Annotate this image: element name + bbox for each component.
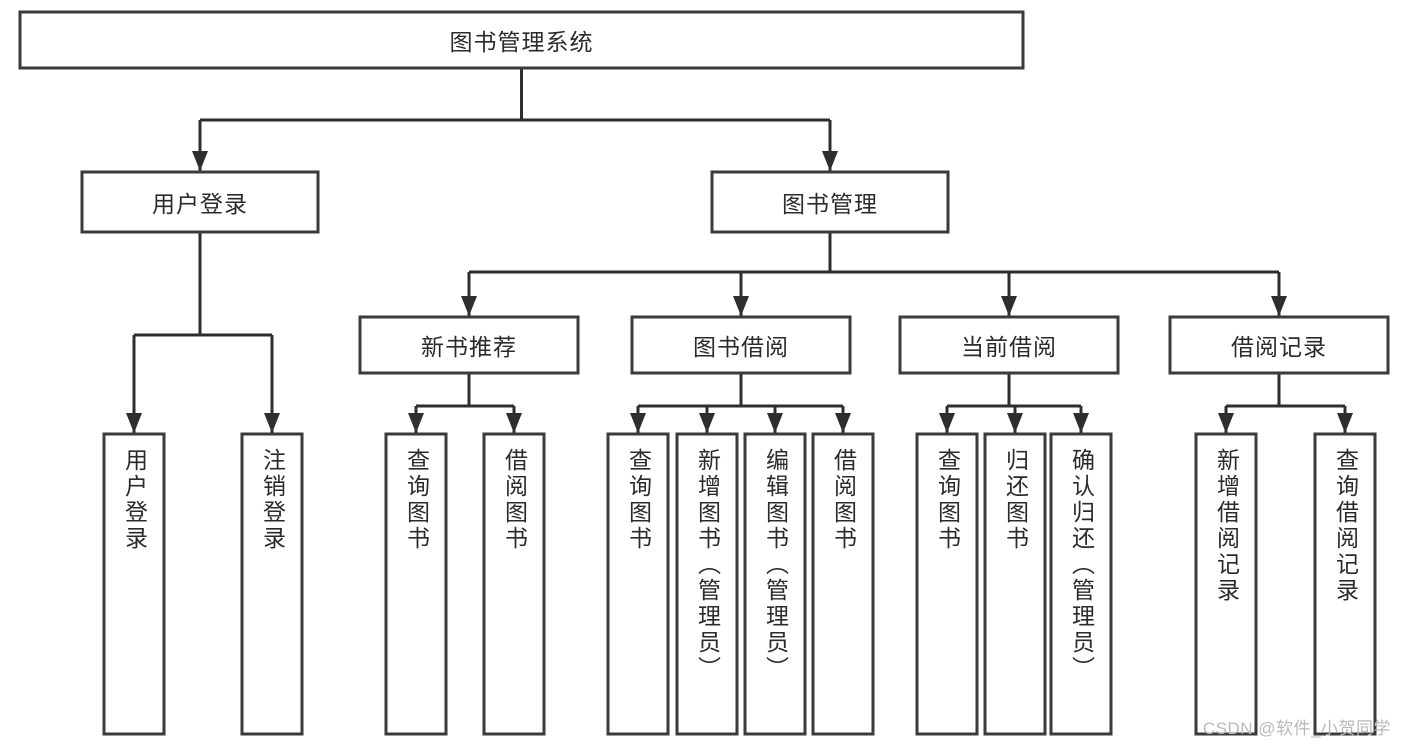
connector-arrow-head <box>1337 413 1353 433</box>
connector-group-current-borrow <box>947 373 1081 408</box>
connector-arrow-head <box>699 413 715 433</box>
connector-arrow-head <box>1007 413 1023 433</box>
node-box-leaf-confirm-return[interactable] <box>1049 432 1113 736</box>
node-box-leaf-user-login[interactable] <box>102 432 166 736</box>
node-box-leaf-logout[interactable] <box>240 432 304 736</box>
node-box-leaf-query-book-cur[interactable] <box>915 432 979 736</box>
node-box-book-manage[interactable] <box>710 170 950 234</box>
connector-arrow-head <box>126 413 142 433</box>
connector-arrow-head <box>461 296 477 316</box>
connector-arrow-head <box>264 413 280 433</box>
connector-arrow-head <box>939 413 955 433</box>
connector-group-book-borrow <box>638 373 843 408</box>
node-box-leaf-query-book-rec[interactable] <box>384 432 448 736</box>
node-box-leaf-add-book[interactable] <box>675 432 739 736</box>
node-box-leaf-borrow-book[interactable] <box>811 432 875 736</box>
connector-arrow-head <box>733 296 749 316</box>
node-box-book-borrow[interactable] <box>630 315 852 375</box>
connector-arrow-head <box>1001 296 1017 316</box>
node-box-leaf-return-book[interactable] <box>983 432 1047 736</box>
connector-arrow-head <box>822 151 838 171</box>
node-box-leaf-edit-book[interactable] <box>743 432 807 736</box>
node-box-leaf-borrow-book-rec[interactable] <box>482 432 546 736</box>
connector-arrow-head <box>630 413 646 433</box>
node-box-current-borrow[interactable] <box>898 315 1120 375</box>
connector-arrow-head <box>192 151 208 171</box>
node-box-leaf-add-record[interactable] <box>1194 432 1258 736</box>
node-box-root[interactable] <box>18 10 1025 70</box>
node-box-leaf-query-record[interactable] <box>1313 432 1377 736</box>
node-box-new-book-rec[interactable] <box>358 315 580 375</box>
node-box-user-login[interactable] <box>80 170 320 234</box>
watermark-text: CSDN @软件_小贺同学 <box>1202 719 1391 738</box>
connector-arrow-head <box>835 413 851 433</box>
connector-group-book-manage <box>469 232 1279 274</box>
connector-arrow-head <box>408 413 424 433</box>
connector-group-user-login <box>134 232 272 337</box>
connector-group-new-book-rec <box>416 373 514 408</box>
connector-arrow-head <box>506 413 522 433</box>
connector-group-root <box>200 68 830 122</box>
node-box-leaf-query-book[interactable] <box>606 432 670 736</box>
connector-arrow-head <box>1271 296 1287 316</box>
node-box-borrow-record[interactable] <box>1168 315 1390 375</box>
connector-arrow-head <box>767 413 783 433</box>
connector-arrow-head <box>1073 413 1089 433</box>
connector-group-borrow-record <box>1226 373 1345 408</box>
connector-arrow-head <box>1218 413 1234 433</box>
